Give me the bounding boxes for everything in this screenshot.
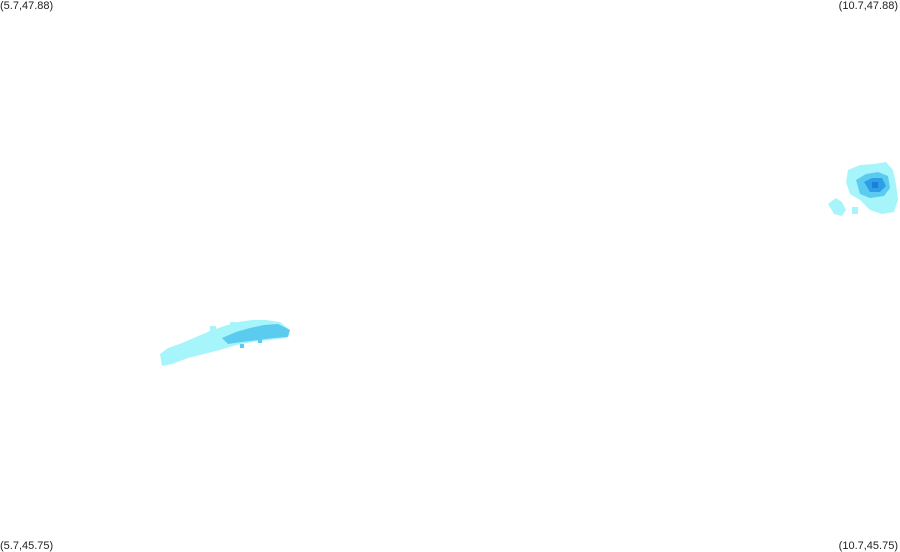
density-dot	[872, 182, 878, 188]
density-dot	[240, 344, 244, 348]
corner-label-top-left: (5.7,47.88)	[0, 0, 54, 12]
density-patch-medium	[222, 324, 290, 344]
density-dot	[210, 326, 216, 331]
corner-label-bottom-left: (5.7,45.75)	[0, 540, 54, 552]
density-dot	[230, 322, 236, 327]
density-patch-light	[828, 198, 846, 216]
density-dot	[852, 207, 858, 214]
cluster-geneva-area	[160, 320, 290, 366]
density-dot	[258, 338, 262, 343]
cluster-zurich-area	[828, 162, 898, 216]
corner-label-top-right: (10.7,47.88)	[838, 0, 898, 12]
corner-label-bottom-right: (10.7,45.75)	[838, 540, 898, 552]
